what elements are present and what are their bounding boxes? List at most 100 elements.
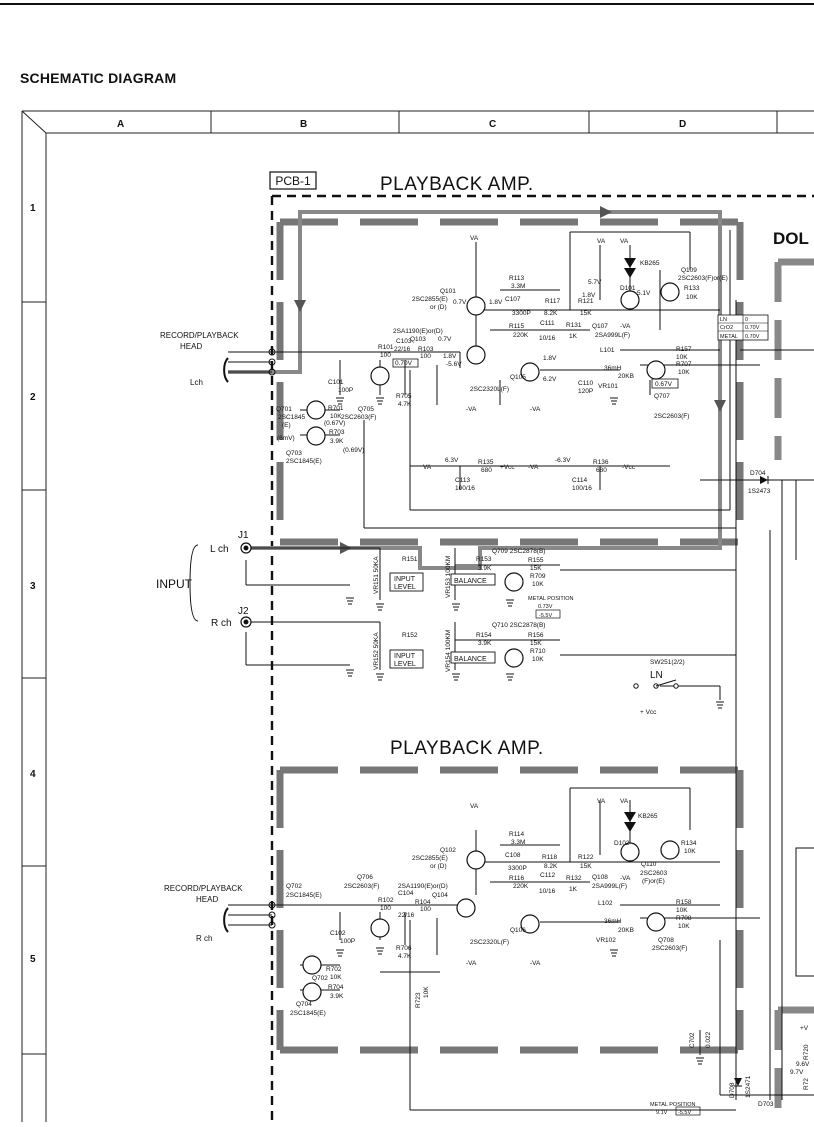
r115-value: 220K [513, 332, 529, 339]
r701: R701 [328, 405, 344, 412]
d102-label: D102 [614, 840, 630, 847]
input-level-2a: INPUT [394, 653, 416, 660]
q105-label: Q105 [510, 374, 526, 381]
r153-value: 3.9K [478, 565, 492, 572]
dolby-block-edge [795, 847, 814, 977]
d102-type: KB265 [638, 813, 658, 820]
q108-label: Q108 [592, 874, 608, 881]
q707-type: 2SC2603(F) [654, 413, 689, 420]
q110-type2: (F)or(E) [642, 878, 665, 885]
head-label-lower-2: HEAD [196, 895, 218, 904]
q707-label: Q707 [654, 393, 670, 400]
va-lower-3: VA [620, 798, 629, 805]
v-5-6: -5.6V [446, 361, 462, 368]
r102-value: 100 [380, 905, 391, 912]
q108-type: 2SA999L(F) [592, 883, 627, 890]
column-label-c: C [489, 119, 496, 130]
input-transistors [504, 572, 524, 668]
r118-value: 8.2K [544, 863, 558, 870]
q704-label: Q704 [296, 1001, 312, 1008]
vr-labels: VR151 50KA VR152 50KA VR153 100KM VR154 … [373, 556, 452, 672]
r720: R720 [803, 1044, 810, 1060]
q110-label: Q110 [641, 861, 657, 868]
pcb-label-box [269, 171, 317, 190]
v-9-7: 9.7V [790, 1069, 804, 1076]
q102-label: Q102 [440, 847, 456, 854]
r102: R102 [378, 897, 394, 904]
r701-value: 10K [330, 413, 342, 420]
r118: R118 [542, 854, 557, 861]
v-6-3: 6.3V [445, 457, 459, 464]
r113: R113 [509, 275, 524, 282]
d703: D703 [758, 1101, 774, 1108]
r151: R151 [402, 556, 418, 563]
r710-value: 10K [532, 656, 544, 663]
r72x: R72 [803, 1078, 810, 1090]
r154: R154 [476, 632, 492, 639]
r157: R157 [676, 346, 692, 353]
metal-v1: 0.73V [538, 604, 553, 610]
switch-vcc: + Vcc [640, 709, 657, 716]
q107-type: 2SA999L(F) [595, 332, 630, 339]
q101-or: or (D) [430, 304, 447, 311]
r704-value: 3.9K [330, 993, 344, 1000]
block-title-upper: PLAYBACK AMP. [380, 174, 534, 195]
v-6-2: 6.2V [543, 376, 557, 383]
tape-row-1-value: 0.70V [745, 325, 760, 331]
r122-value: 15K [580, 863, 592, 870]
c113-value: 100/16 [455, 485, 475, 492]
input-level-1a: INPUT [394, 576, 416, 583]
row-label-5: 5 [30, 954, 36, 965]
r133: R133 [684, 285, 700, 292]
v-0-67: 0.67V [655, 381, 673, 388]
v-1-8d: 1.8V [582, 292, 596, 299]
r158: R158 [676, 899, 692, 906]
c108: C108 [505, 852, 521, 859]
tape-voltage-table: LN 0 CrO2 0.70V METAL 0.70V [717, 314, 769, 341]
row-label-1: 1 [30, 203, 36, 214]
q708-type: 2SC2603(F) [652, 945, 687, 952]
r157-value: 10K [676, 354, 688, 361]
q706-type: 2SC2603(F) [344, 883, 379, 890]
va-minus-lower-2: -VA [466, 960, 477, 967]
c702: C702 [689, 1032, 696, 1048]
vr154: VR154 100KM [445, 630, 452, 672]
r706: R706 [396, 945, 412, 952]
c107: C107 [505, 296, 521, 303]
q708-label: Q708 [658, 937, 674, 944]
r708-value: 10K [678, 923, 690, 930]
metal-v2-lower-box [675, 1106, 701, 1116]
input-part-labels: Q709 2SC2878(B) Q710 2SC2878(B) R151 R15… [402, 548, 685, 716]
r723-value: 10K [423, 986, 430, 998]
input-boxes [389, 572, 496, 669]
r121-value: 15K [580, 310, 592, 317]
q702-type: 2SC1845(E) [286, 892, 322, 899]
r155: R155 [528, 557, 544, 564]
q106-type: 2SC2320L(F) [470, 939, 509, 946]
r702: R702 [326, 966, 342, 973]
q701-type: 2SC1845 [278, 414, 305, 421]
l101-value: 36mH [604, 365, 622, 372]
q107-label: Q107 [592, 323, 608, 330]
r114: R114 [509, 831, 524, 838]
c107-value: 3300P [512, 310, 531, 317]
r117-value: 8.2K [544, 310, 558, 317]
r706-value: 4.7K [398, 953, 412, 960]
v-0-67p: (0.67V) [324, 420, 345, 427]
c103-value: 22/16 [394, 346, 411, 353]
r155-value: 15K [530, 565, 542, 572]
q109-label: Q109 [681, 267, 697, 274]
metal-position-1: METAL POSITION [528, 596, 574, 602]
c113: C113 [455, 477, 470, 484]
switch-label: SW251(2/2) [650, 659, 685, 666]
c111: C111 [540, 320, 555, 327]
va-lower-2: VA [597, 798, 606, 805]
r135-value: 680 [481, 467, 492, 474]
r136-value: 680 [596, 467, 607, 474]
d708-type: 1S2471 [745, 1075, 752, 1098]
switch-contacts [633, 679, 679, 689]
v-0-70: 0.70V [395, 360, 413, 367]
q103-type: 2SA1190(E)or(D) [393, 328, 443, 335]
v-0-67-box [651, 378, 679, 389]
